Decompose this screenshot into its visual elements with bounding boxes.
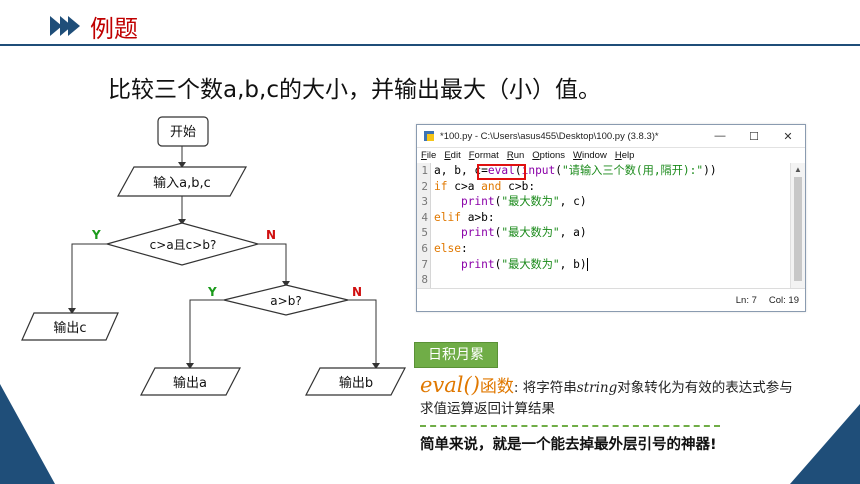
idle-window-title: *100.py - C:\Users\asus455\Desktop\100.p… — [440, 130, 659, 142]
output-a-shape — [140, 367, 241, 396]
eval-highlight-box — [477, 164, 526, 180]
code-line-6: else: — [434, 241, 468, 255]
header-divider — [0, 44, 860, 46]
decision1-label: c>a且c>b? — [150, 238, 217, 252]
line-number: 8 — [421, 273, 428, 287]
eval-summary: 简单来说，就是一个能去掉最外层引号的神器! — [420, 437, 717, 453]
line-number: 3 — [421, 195, 428, 209]
slide-title: 例题 — [90, 14, 138, 43]
idle-editor-window: *100.py - C:\Users\asus455\Desktop\100.p… — [416, 124, 806, 312]
python-file-icon — [424, 131, 434, 141]
decision1-no-label: N — [266, 228, 276, 242]
output-b-shape — [305, 367, 406, 396]
code-line-1: a, b, c=eval(input("请输入三个数(用,隔开):")) — [434, 164, 717, 177]
code-line-3: print("最大数为", c) — [460, 195, 587, 209]
start-label: 开始 — [170, 125, 196, 140]
menu-file[interactable]: File — [421, 150, 437, 161]
output-b-label: 输出b — [339, 375, 373, 391]
line-number: 6 — [421, 241, 428, 255]
maximize-button[interactable]: ☐ — [749, 130, 759, 143]
close-button[interactable]: ✕ — [783, 130, 793, 143]
menu-options[interactable]: Options — [532, 150, 566, 161]
line-number: 5 — [421, 226, 428, 240]
menu-run[interactable]: Run — [506, 150, 525, 161]
output-c-shape — [21, 312, 119, 341]
code-line-5: print("最大数为", a) — [460, 226, 587, 240]
eval-description: eval()函数: 将字符串string对象转化为有效的表达式参与求值运算返回计… — [420, 373, 793, 418]
input-label: 输入a,b,c — [153, 175, 211, 191]
decorative-corner-right — [790, 404, 860, 484]
decision2-no-label: N — [352, 285, 362, 299]
eval-function-name: eval() — [420, 373, 480, 397]
line-number: 7 — [421, 257, 428, 271]
idle-menubar: File Edit Format Run Options Window Help — [417, 148, 805, 163]
code-line-7: print("最大数为", b) — [460, 257, 588, 272]
scrollbar-thumb[interactable] — [794, 177, 802, 281]
decision2-label: a>b? — [270, 294, 301, 308]
text-cursor — [586, 258, 588, 272]
code-text-area[interactable]: a, b, c=eval(input("请输入三个数(用,隔开):")) if … — [431, 163, 790, 289]
slide-header: 例题 — [50, 10, 138, 43]
decision-cab — [104, 222, 261, 266]
question-text: 比较三个数a,b,c的大小，并输出最大（小）值。 — [108, 77, 601, 103]
output-c-label: 输出c — [53, 320, 86, 336]
code-line-8 — [434, 272, 790, 288]
eval-hanshu: 函数 — [479, 377, 514, 397]
minimize-button[interactable]: — — [714, 130, 726, 142]
menu-window[interactable]: Window — [573, 150, 607, 161]
tip-badge: 日积月累 — [414, 342, 498, 368]
double-arrow-icon — [50, 16, 80, 36]
dashed-divider — [420, 425, 720, 427]
line-number: 4 — [421, 210, 428, 224]
status-col: Col: 19 — [768, 294, 799, 306]
idle-statusbar: Ln: 7 Col: 19 — [417, 288, 805, 311]
menu-format[interactable]: Format — [468, 150, 499, 161]
decision1-yes-label: Y — [91, 228, 101, 242]
decision2-yes-label: Y — [207, 285, 217, 299]
menu-edit[interactable]: Edit — [444, 150, 461, 161]
decorative-corner-left — [0, 384, 55, 484]
output-a-label: 输出a — [173, 375, 207, 391]
idle-titlebar[interactable]: *100.py - C:\Users\asus455\Desktop\100.p… — [417, 125, 805, 148]
code-line-4: elif a>b: — [434, 210, 495, 224]
vertical-scrollbar[interactable]: ▲ — [790, 163, 805, 289]
input-parallelogram — [116, 166, 248, 197]
code-line-2: if c>a and c>b: — [434, 179, 536, 193]
start-terminal — [157, 116, 209, 147]
line-number: 1 — [421, 164, 428, 177]
menu-help[interactable]: Help — [614, 150, 635, 161]
status-line: Ln: 7 — [735, 294, 757, 306]
decision-ab — [223, 284, 349, 316]
idle-editor-area: 1 2 3 4 5 6 7 8 a, b, c=eval(input("请输入三… — [417, 163, 805, 289]
scroll-up-arrow-icon[interactable]: ▲ — [794, 165, 802, 174]
line-number: 2 — [421, 179, 428, 193]
line-number-gutter: 1 2 3 4 5 6 7 8 — [417, 163, 431, 289]
